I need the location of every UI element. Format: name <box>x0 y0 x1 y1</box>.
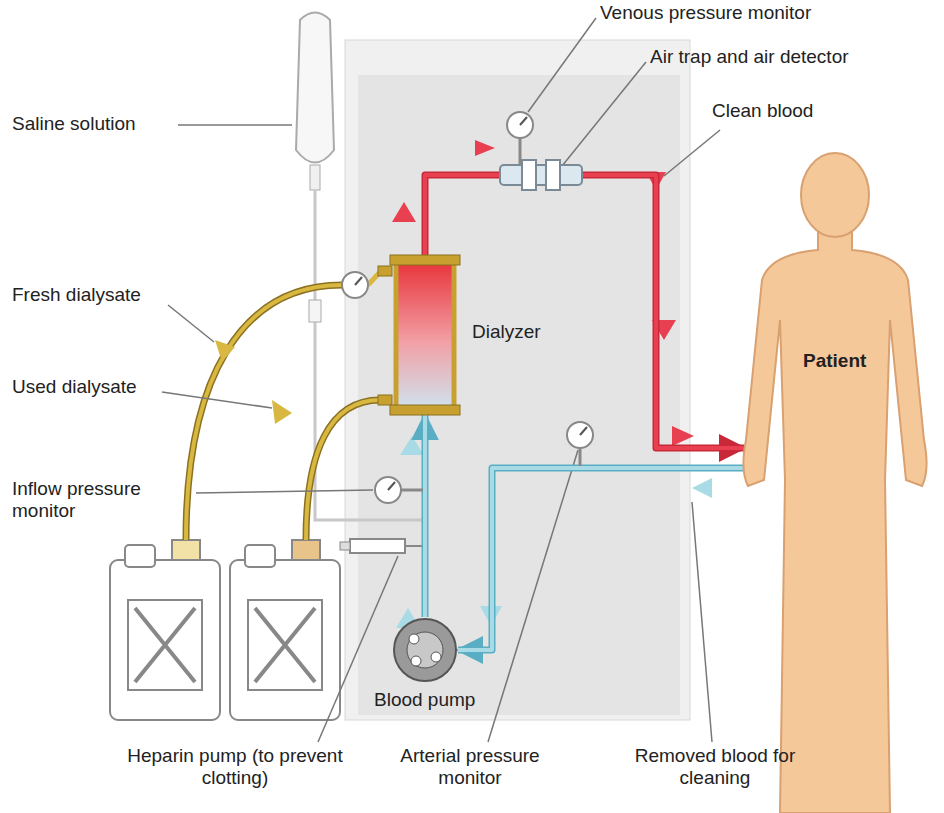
pump-body <box>394 619 456 681</box>
patient-figure: Patient <box>740 140 930 813</box>
dialyzer-body <box>396 261 454 409</box>
used-dialysate-tube <box>306 400 380 540</box>
flow-arrow <box>475 140 495 156</box>
machine-panel <box>358 75 680 715</box>
blood-pump: Blood pump <box>392 617 458 683</box>
dialysate-jug <box>230 540 340 720</box>
dialyzer-port <box>378 266 392 276</box>
drip-chamber <box>310 165 320 190</box>
blood-line-outline <box>425 175 744 448</box>
fresh-dialysate-tube <box>186 285 342 540</box>
fresh-dialysate-tube <box>186 285 342 540</box>
pump-roller <box>431 652 441 662</box>
pump-roller <box>411 656 421 666</box>
pump-rotor <box>407 632 443 668</box>
part-label: Fresh dialysate <box>12 284 141 306</box>
air-trap <box>500 160 582 190</box>
dialyzer-shape <box>390 255 460 415</box>
flow-arrow <box>400 436 424 455</box>
used-dialysate-tube <box>306 400 380 540</box>
dialyzer-cap <box>390 255 460 265</box>
blood-line-outline <box>458 468 744 650</box>
patient-head <box>801 153 869 237</box>
blood-line <box>458 468 744 650</box>
part-label: Removed blood for cleaning <box>615 745 815 789</box>
saline-bag <box>296 13 334 163</box>
part-label: Used dialysate <box>12 376 137 398</box>
part-label: Saline solution <box>12 113 136 135</box>
flow-arrow <box>392 202 416 222</box>
blood-line <box>425 175 744 448</box>
dialysate-jug <box>110 540 220 720</box>
flow-arrow <box>272 400 292 424</box>
flow-arrow <box>692 478 712 498</box>
arterial-pressure-gauge <box>567 422 593 466</box>
machine-housing <box>345 40 690 720</box>
dialyzer-port <box>378 395 392 405</box>
patient-figure-shape <box>740 140 930 813</box>
flow-arrow <box>672 426 694 446</box>
pump-roller <box>409 634 419 644</box>
inflow-pressure-gauge <box>375 477 423 503</box>
blood-line-outline <box>422 415 429 617</box>
part-label: Venous pressure monitor <box>600 2 811 24</box>
part-label: Air trap and air detector <box>650 46 849 68</box>
flow-arrow <box>215 340 235 362</box>
patient-body <box>743 230 926 813</box>
blood-line <box>458 468 744 650</box>
dialyzer-cap <box>390 405 460 415</box>
blood-line <box>425 175 744 448</box>
node-text: Dialyzer <box>472 321 541 343</box>
heparin-syringe <box>340 539 424 553</box>
venous-pressure-gauge <box>507 112 533 165</box>
node-text: Patient <box>803 350 866 372</box>
saline-clamp <box>309 300 321 322</box>
node-text: Blood pump <box>374 689 475 711</box>
dialysate-pressure-gauge <box>342 272 368 298</box>
blood-line <box>423 415 427 617</box>
blood-line <box>425 415 426 617</box>
part-label: Clean blood <box>712 100 813 122</box>
blood-pump-shape <box>392 617 458 683</box>
leader-line <box>162 18 720 742</box>
part-label: Heparin pump (to prevent clotting) <box>110 745 360 789</box>
part-label: Inflow pressure monitor <box>12 478 192 522</box>
dialyzer: Dialyzer <box>390 255 460 415</box>
part-label: Arterial pressure monitor <box>380 745 560 789</box>
